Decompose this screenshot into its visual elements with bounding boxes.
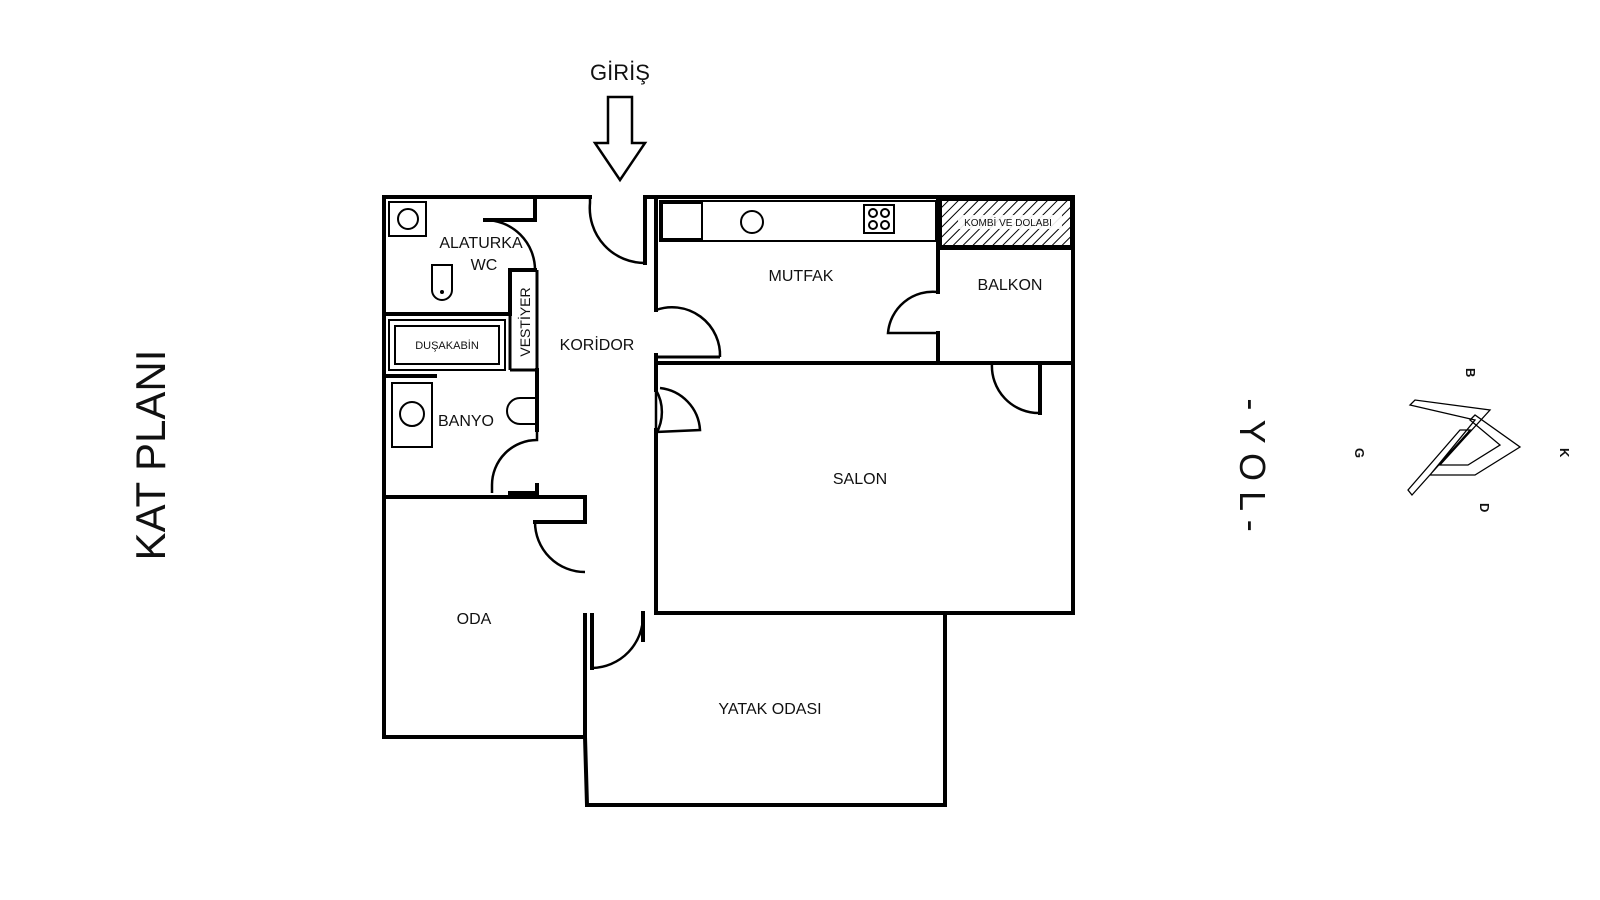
room-label-balkon: BALKON [978, 277, 1043, 294]
logo-mark-icon [1407, 399, 1522, 497]
logo-letter-d: D [1477, 503, 1492, 512]
room-label-dusakabin: DUŞAKABİN [415, 339, 479, 352]
interior-walls [382, 195, 1075, 739]
room-label-kombi: KOMBİ VE DOLABI [964, 216, 1052, 229]
entrance-label: GİRİŞ [590, 60, 650, 85]
room-label-mutfak: MUTFAK [769, 268, 834, 285]
logo-letter-g: G [1352, 448, 1367, 458]
room-label-wc: WC [471, 257, 498, 274]
outer-walls [382, 195, 1075, 808]
room-label-banyo: BANYO [438, 413, 494, 430]
room-label-koridor: KORİDOR [560, 335, 635, 354]
room-label-oda: ODA [457, 611, 492, 628]
fixtures [388, 199, 1072, 448]
room-label-alaturka: ALATURKA [439, 235, 523, 252]
room-label-vestiyer: VESTİYER [516, 287, 533, 356]
doors [484, 197, 1041, 670]
entrance-arrow-icon [592, 95, 648, 183]
logo-letter-b: B [1463, 368, 1478, 377]
room-label-salon: SALON [833, 471, 887, 488]
plan-title: KAT PLANI [127, 350, 174, 561]
logo-letter-k: K [1557, 448, 1572, 458]
company-logo: K B G D [1352, 368, 1572, 512]
room-label-yatak-odasi: YATAK ODASI [718, 701, 821, 718]
road-label: - Y O L - [1232, 398, 1273, 531]
